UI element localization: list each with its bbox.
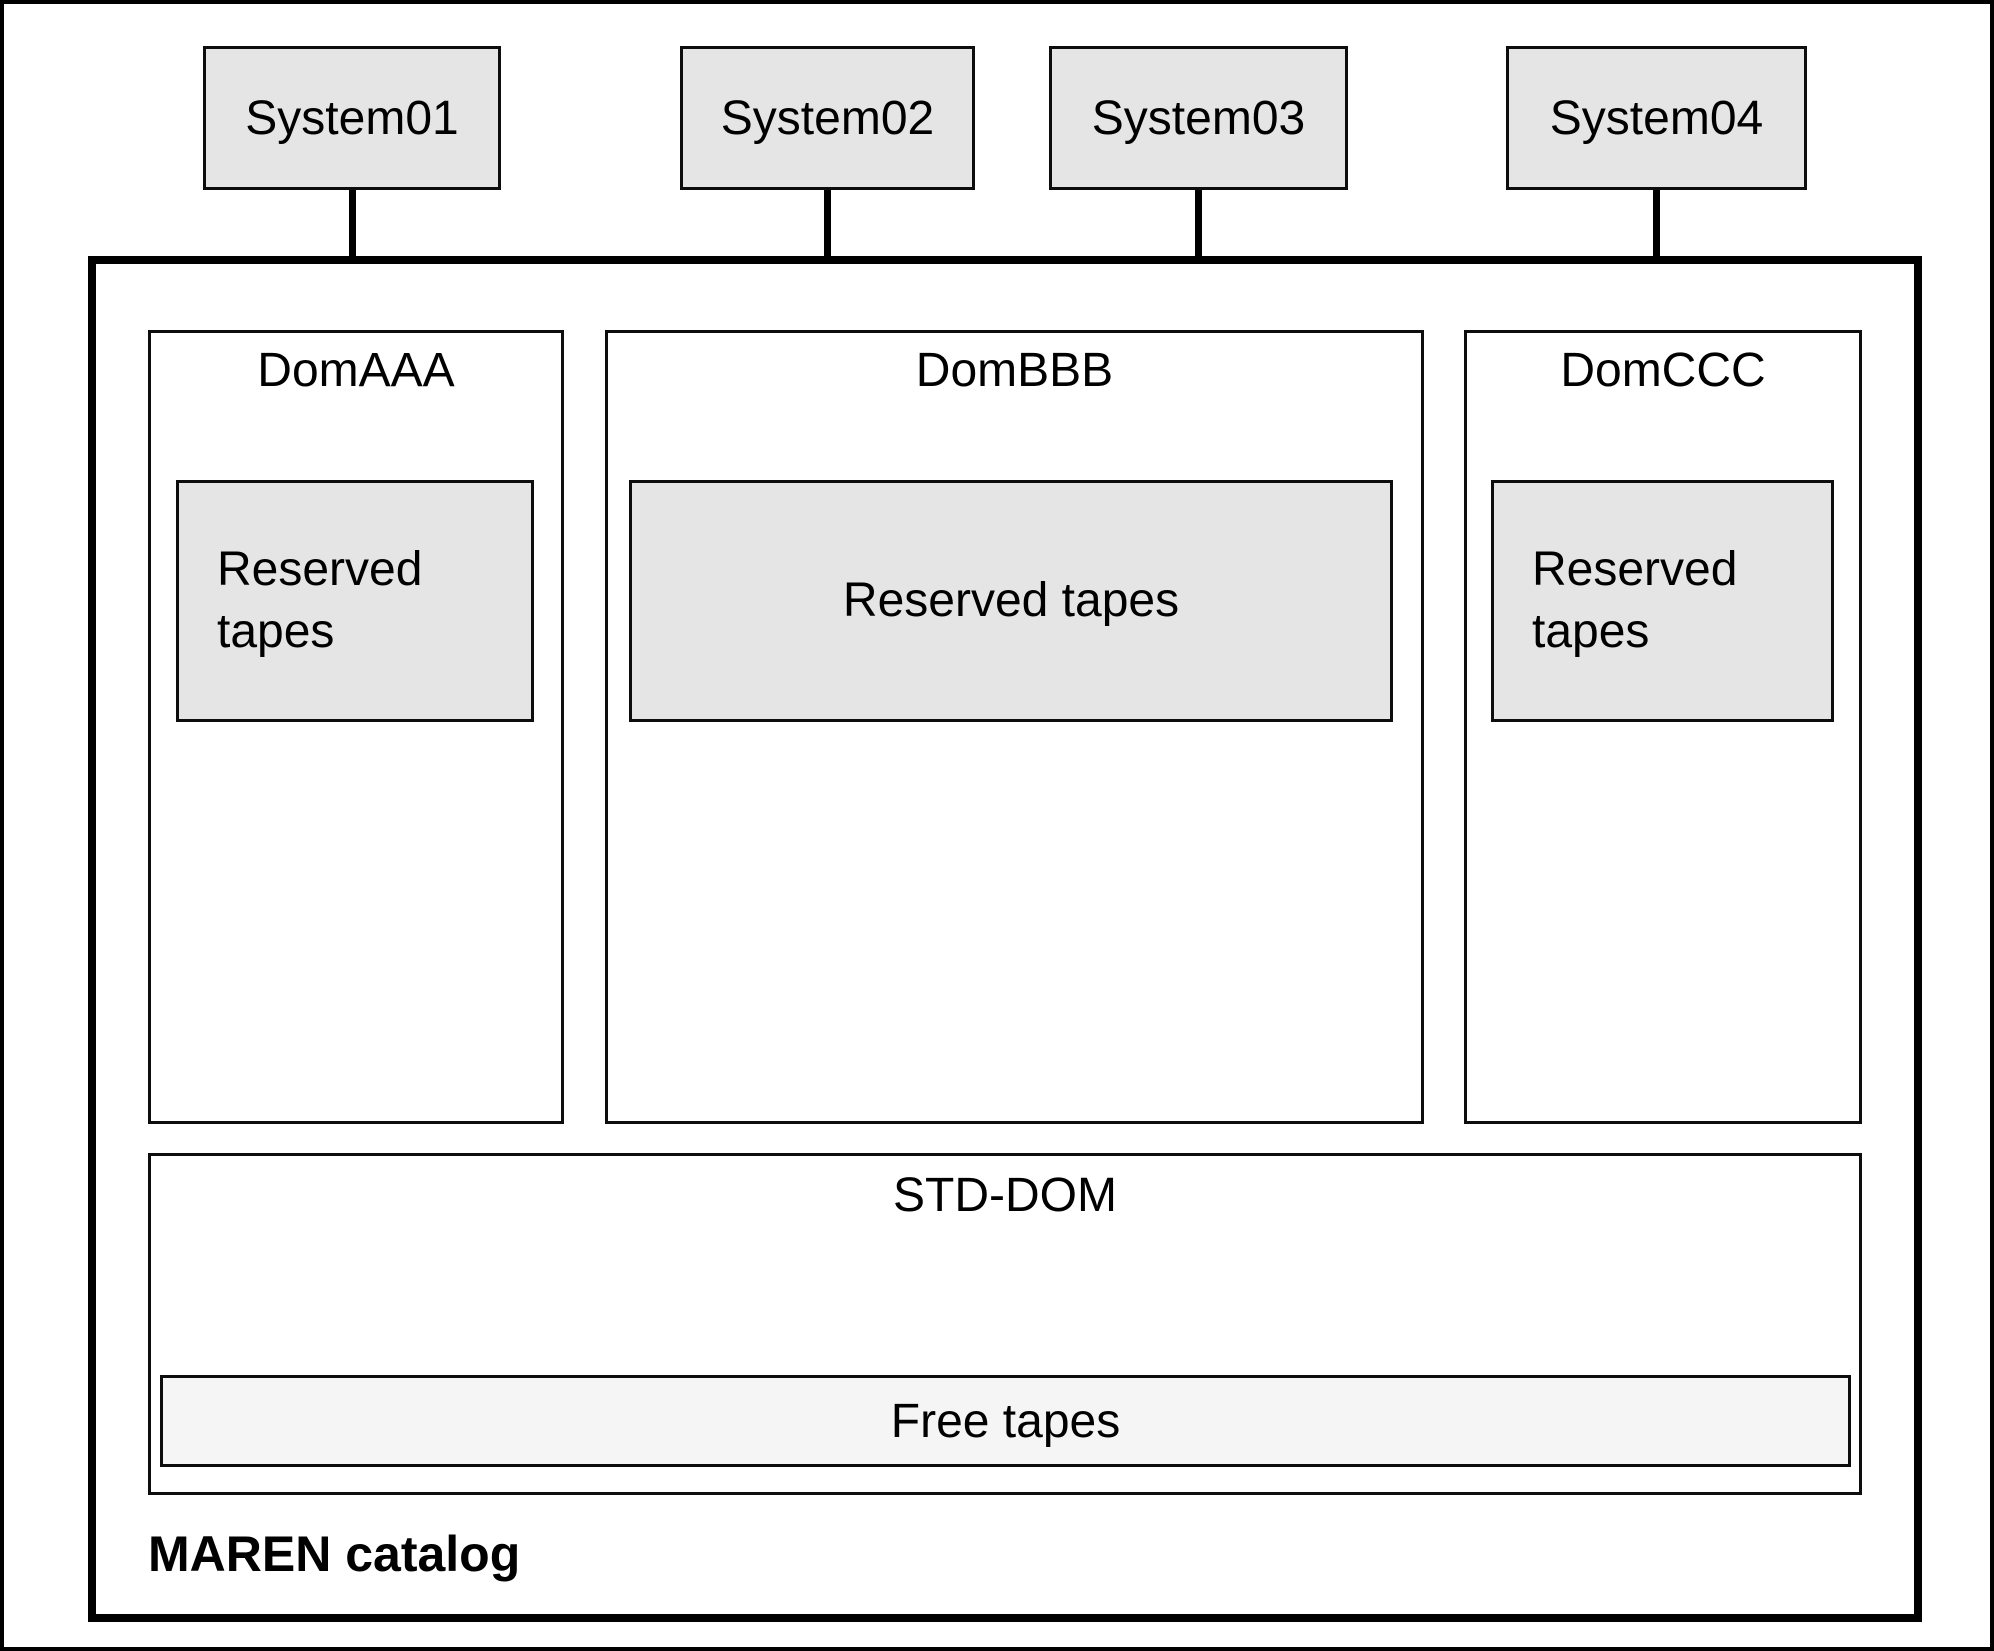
system-box-2: System02	[680, 46, 975, 190]
domain-box-domaaa: DomAAA Reserved tapes	[148, 330, 564, 1124]
domain-box-dombbb: DomBBB Reserved tapes	[605, 330, 1424, 1124]
free-tapes-box: Free tapes	[160, 1375, 1851, 1467]
arrow-line-system2	[824, 190, 831, 268]
arrow-line-system1	[349, 190, 356, 268]
reserved-tapes-box-dombbb: Reserved tapes	[629, 480, 1393, 722]
std-dom-title: STD-DOM	[893, 1169, 1117, 1222]
system-label-4: System04	[1549, 91, 1764, 145]
reserved-tapes-box-domccc: Reserved tapes	[1491, 480, 1834, 722]
system-label-2: System02	[720, 91, 935, 145]
std-dom-box: STD-DOM Free tapes	[148, 1153, 1862, 1495]
system-label-1: System01	[245, 91, 459, 145]
domain-title-domaaa: DomAAA	[257, 344, 455, 397]
system-box-3: System03	[1049, 46, 1348, 190]
maren-catalog-label: MAREN catalog	[148, 1526, 521, 1582]
domain-title-domccc: DomCCC	[1560, 344, 1766, 397]
system-box-1: System01	[203, 46, 501, 190]
reserved-tapes-label-domccc: Reserved tapes	[1532, 543, 1738, 658]
arrow-line-system4	[1653, 190, 1660, 268]
reserved-tapes-label-domaaa: Reserved tapes	[217, 543, 423, 658]
system-label-3: System03	[1091, 91, 1306, 145]
reserved-tapes-label-dombbb: Reserved tapes	[842, 574, 1180, 627]
arrow-line-system3	[1195, 190, 1202, 268]
domain-box-domccc: DomCCC Reserved tapes	[1464, 330, 1862, 1124]
maren-catalog-box: DomAAA Reserved tapes DomBBB Reserved ta…	[88, 256, 1922, 1622]
system-box-4: System04	[1506, 46, 1807, 190]
free-tapes-label: Free tapes	[890, 1394, 1121, 1448]
reserved-tapes-box-domaaa: Reserved tapes	[176, 480, 534, 722]
domain-title-dombbb: DomBBB	[915, 344, 1114, 397]
